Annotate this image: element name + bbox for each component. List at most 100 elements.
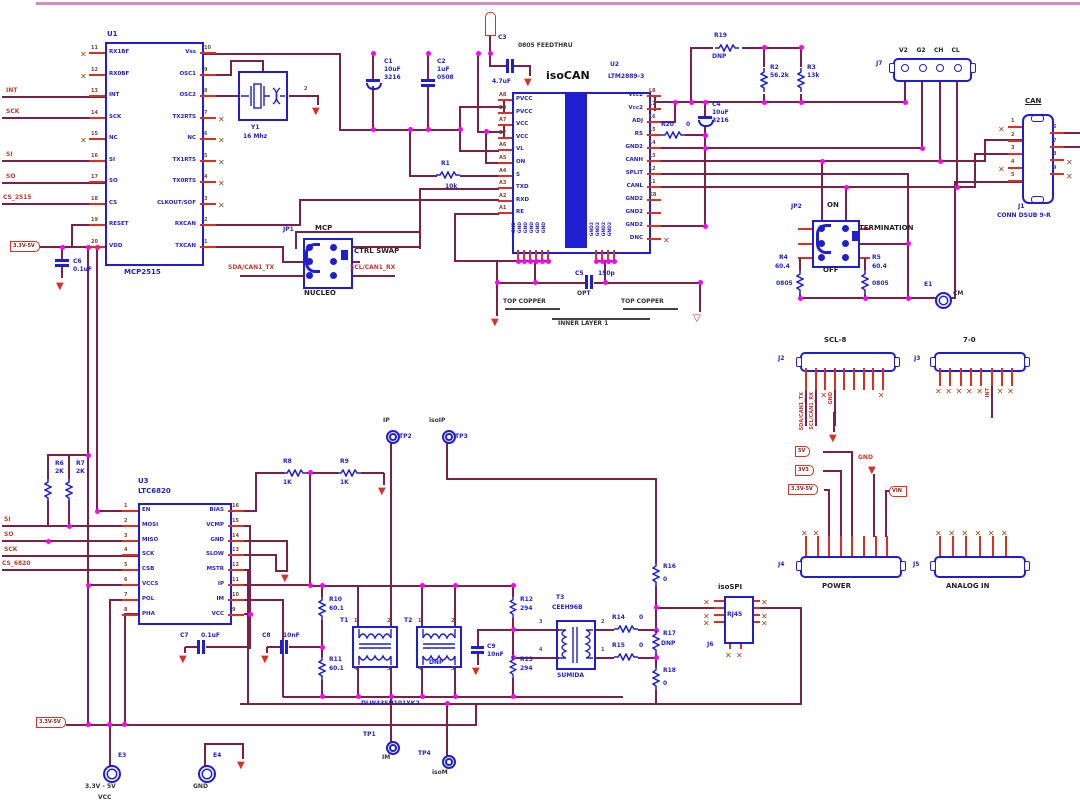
top-copper-right: TOP COPPER <box>621 298 664 305</box>
tp2-testpoint <box>386 430 400 444</box>
c3-note: 0805 FEEDTHRU <box>518 42 573 49</box>
no-connect-icon <box>1001 527 1008 538</box>
r11-ref: R11 <box>329 656 342 663</box>
r6-ref: R6 <box>55 460 64 467</box>
choke-part: DLW43SH101XK2 <box>361 700 420 707</box>
no-connect-icon <box>218 199 225 210</box>
j1-dsub9-body <box>1022 114 1054 204</box>
c5-ref: C5 <box>575 270 584 277</box>
c4-ref: C4 <box>712 101 721 108</box>
gnd-icon <box>491 315 499 328</box>
net-isoip: isoIP <box>429 417 446 424</box>
r8-val: 1K <box>283 479 292 486</box>
r4-ref: R4 <box>779 254 788 261</box>
u2-isocan-title: isoCAN <box>546 69 590 82</box>
no-connect-icon <box>218 113 225 124</box>
r16-val: 0 <box>663 576 668 583</box>
r1-resistor <box>436 171 460 179</box>
jp1-ref: JP1 <box>283 226 294 233</box>
no-connect-icon <box>218 177 225 188</box>
r18-val: 0 <box>663 680 668 687</box>
tp1-ref: TP1 <box>363 731 376 738</box>
no-connect-icon <box>966 385 973 396</box>
tp3-ref: TP3 <box>455 433 468 440</box>
j5-ref: J5 <box>913 561 920 568</box>
c2-pkg: 0508 <box>437 74 454 81</box>
no-connect-icon <box>878 389 885 400</box>
r15-val: 0 <box>639 642 644 649</box>
u1-ref: U1 <box>107 30 118 38</box>
r14-val: 0 <box>639 614 644 621</box>
r18-resistor <box>652 666 660 690</box>
c7-ref: C7 <box>180 632 189 639</box>
e4-ref: E4 <box>213 752 222 759</box>
r10-val: 60.1 <box>329 605 344 612</box>
jp1-shunt-icon <box>305 243 320 273</box>
net-ip: IP <box>383 417 390 424</box>
r20-val: 0 <box>686 121 691 128</box>
c1-pkg: 3216 <box>384 74 401 81</box>
c4-pkg: 3216 <box>712 117 729 124</box>
jp2-ref: JP2 <box>791 203 802 210</box>
y1-ref: Y1 <box>251 124 260 131</box>
r4-pkg: 0805 <box>776 280 793 287</box>
gnd-icon <box>312 104 320 117</box>
r16-ref: R16 <box>663 563 676 570</box>
no-connect-icon <box>813 527 820 538</box>
r12-resistor <box>509 596 517 618</box>
gnd-icon <box>237 758 245 771</box>
net-int: INT <box>6 87 18 94</box>
r20-resistor <box>660 131 686 139</box>
no-connect-icon <box>80 70 87 81</box>
r3-resistor <box>797 66 805 94</box>
r7-val: 2K <box>76 468 85 475</box>
net-sck: SCK <box>6 108 20 115</box>
r13-val: 294 <box>520 665 533 672</box>
u3-ltc6820-body <box>138 503 232 625</box>
r5-pkg: 0805 <box>872 280 889 287</box>
r19-val: DNP <box>712 53 727 60</box>
no-connect-icon <box>663 234 670 245</box>
net-cs6820: CS_6820 <box>2 560 31 567</box>
header-pin-icon <box>901 64 909 72</box>
j4-title: POWER <box>822 582 851 590</box>
gnd-icon <box>281 571 289 584</box>
tp2-ref: TP2 <box>399 433 412 440</box>
r8-ref: R8 <box>283 458 292 465</box>
r11-resistor <box>318 656 326 680</box>
no-connect-icon <box>976 385 983 396</box>
header-pin-icon <box>936 64 944 72</box>
net-isom: isoM <box>432 769 448 776</box>
e4-turret <box>198 765 216 783</box>
j6-ref: J6 <box>707 641 714 648</box>
no-connect-icon <box>948 527 955 538</box>
no-connect-icon <box>935 527 942 538</box>
r4-resistor <box>796 269 804 295</box>
r17-ref: R17 <box>663 630 676 637</box>
j4-gnd-label: GND <box>858 454 873 461</box>
c5-opt: OPT <box>577 290 591 297</box>
no-connect-icon <box>218 156 225 167</box>
jp2-termination-label: TERMINATION <box>859 224 914 232</box>
u3-ref: U3 <box>138 477 149 485</box>
c4-val: 10uF <box>712 109 729 116</box>
no-connect-icon <box>945 385 952 396</box>
no-connect-icon <box>956 385 963 396</box>
j3-title: 7-0 <box>963 336 976 344</box>
j4-ref: J4 <box>778 561 785 568</box>
r8-resistor <box>283 469 307 477</box>
r5-val: 60.4 <box>872 263 887 270</box>
r13-resistor <box>509 656 517 678</box>
e3-vcc: VCC <box>98 794 112 801</box>
vin-flag: VIN <box>889 486 907 497</box>
r15-ref: R15 <box>612 642 625 649</box>
gnd-icon <box>472 664 480 677</box>
gnd-icon <box>261 652 269 665</box>
r3-val: 13k <box>807 72 820 79</box>
e3-voltage: 3.3V - 5V <box>85 783 116 790</box>
no-connect-icon <box>975 527 982 538</box>
gnd-icon <box>524 75 532 88</box>
r17-resistor <box>652 630 660 654</box>
r16-resistor <box>652 562 660 586</box>
